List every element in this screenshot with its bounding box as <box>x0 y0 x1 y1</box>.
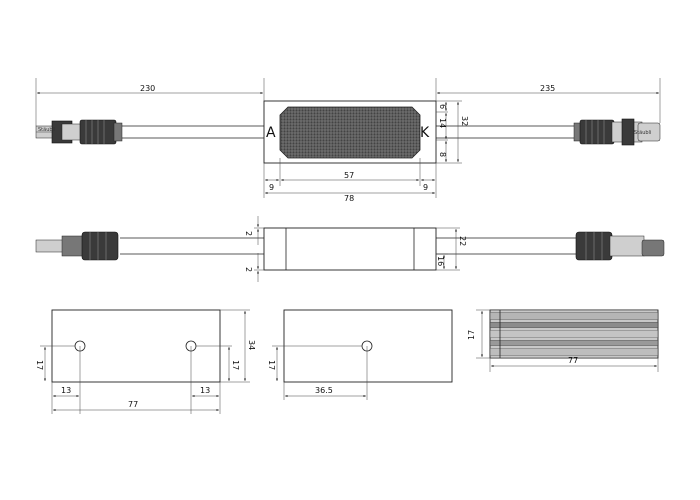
left-connector-brand: Stäubli <box>38 127 55 133</box>
dim-side-height: 22 <box>458 236 467 246</box>
end-view: 17 77 <box>467 309 659 372</box>
dim-bottom-total-length: 77 <box>128 400 138 409</box>
dim-side-top-gap: 2 <box>244 231 253 236</box>
terminal-a-label: A <box>266 125 276 141</box>
dim-hole-height-left: 17 <box>35 360 44 370</box>
terminal-k-label: K <box>420 125 430 141</box>
housing-heatsink <box>279 106 421 159</box>
dim-pin: 14 <box>438 118 447 128</box>
dim-inner-length: 57 <box>344 171 354 180</box>
left-connector: Stäubli <box>35 119 123 145</box>
bottom-view-one-hole: 17 36.5 <box>267 309 453 400</box>
dim-cable-right: 235 <box>540 84 555 93</box>
top-view: Stäubli Stäubli A K 230 235 <box>35 78 661 203</box>
dim-top-offset: 6 <box>438 104 447 109</box>
dim-hole-height-right: 17 <box>231 360 240 370</box>
dim-side-inner-height: 16 <box>436 256 445 266</box>
right-connector-brand: Stäubli <box>634 130 651 136</box>
dim-center-hole-offset: 36.5 <box>315 386 333 395</box>
dim-total-length: 78 <box>344 194 354 203</box>
dim-center-hole-height: 17 <box>267 360 276 370</box>
dim-bottom-offset: 8 <box>438 152 447 157</box>
dim-side-bottom-gap: 2 <box>244 267 253 272</box>
housing-bottom-two-holes <box>51 309 221 383</box>
dim-left-margin: 9 <box>269 183 274 192</box>
side-right-connector <box>575 231 665 261</box>
dim-left-offset: 13 <box>61 386 71 395</box>
dim-profile-height: 17 <box>467 330 476 340</box>
dim-right-margin: 9 <box>423 183 428 192</box>
dim-profile-length: 77 <box>568 356 578 365</box>
right-connector: Stäubli <box>573 118 661 146</box>
side-view: 2 2 22 16 <box>35 216 665 282</box>
bottom-view-two-holes: 17 13 13 77 34 17 <box>35 309 256 414</box>
side-left-connector <box>35 231 119 261</box>
dim-right-offset: 13 <box>200 386 210 395</box>
dim-cable-left: 230 <box>140 84 155 93</box>
dim-bottom-height: 34 <box>247 340 256 350</box>
dim-width: 32 <box>460 116 469 126</box>
housing-side <box>263 227 437 271</box>
